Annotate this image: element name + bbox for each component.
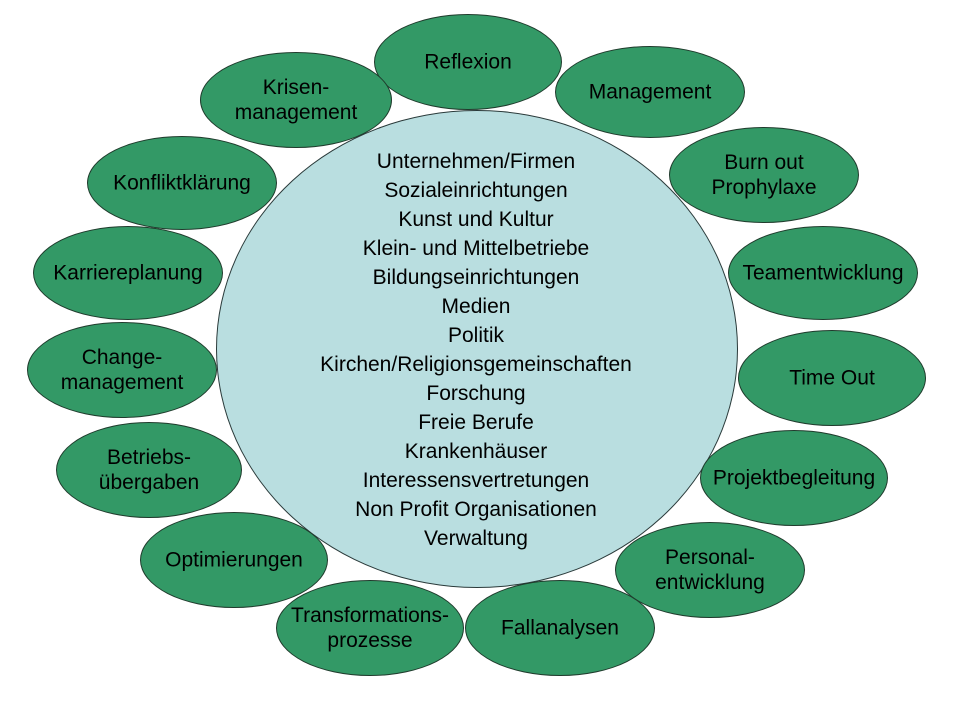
topic-label-krisenmanagement: Krisen- management [234, 76, 358, 124]
topic-label-management: Management [588, 80, 712, 104]
topic-ellipse-changemanagement [27, 322, 217, 418]
topic-ellipse-karriereplanung [33, 226, 223, 320]
topic-label-reflexion: Reflexion [424, 50, 512, 74]
sector-item: Kirchen/Religionsgemeinschaften [320, 353, 632, 376]
topic-ellipse-reflexion [374, 14, 562, 110]
topic-label-karriereplanung: Karriereplanung [53, 261, 203, 285]
sector-item: Verwaltung [424, 527, 528, 550]
topic-label-teamentwicklung: Teamentwicklung [742, 261, 904, 285]
topic-label-burnout: Burn out Prophylaxe [711, 151, 817, 199]
sector-item: Bildungseinrichtungen [372, 266, 580, 289]
topic-ellipse-krisenmanagement [200, 52, 392, 148]
topic-label-konfliktklaerung: Konfliktklärung [113, 171, 251, 195]
topic-label-fallanalysen: Fallanalysen [501, 616, 619, 640]
center-ellipse [216, 110, 738, 588]
topic-label-transformationsprozesse: Transformations- prozesse [291, 604, 449, 652]
topic-label-projektbegleitung: Projektbegleitung [712, 466, 876, 490]
sector-item: Medien [441, 295, 511, 318]
topic-ellipse-teamentwicklung [728, 226, 918, 320]
sector-item: Freie Berufe [418, 411, 534, 434]
topic-label-optimierungen: Optimierungen [165, 548, 303, 572]
topic-ellipse-personalentwicklung [615, 522, 805, 618]
topic-ellipse-projektbegleitung [700, 430, 888, 526]
topic-ellipse-management [555, 46, 745, 138]
topic-ellipse-timeout [738, 330, 926, 426]
topic-ellipse-konfliktklaerung [87, 136, 277, 230]
topic-ellipse-transformationsprozesse [276, 580, 464, 676]
topic-label-personalentwicklung: Personal- entwicklung [655, 546, 765, 594]
topic-ellipse-betriebsuebergaben [56, 422, 242, 518]
sector-item: Unternehmen/Firmen [376, 150, 576, 173]
sector-item: Kunst und Kultur [398, 208, 554, 231]
sector-item: Krankenhäuser [404, 440, 548, 463]
sector-item: Interessensvertretungen [362, 469, 590, 492]
sector-item: Klein- und Mittelbetriebe [362, 237, 590, 260]
sector-item: Non Profit Organisationen [355, 498, 597, 521]
sector-item: Forschung [426, 382, 526, 405]
topic-ellipse-optimierungen [140, 512, 328, 608]
sector-item: Sozialeinrichtungen [384, 179, 568, 202]
topic-ellipse-burnout [669, 127, 859, 223]
topic-label-timeout: Time Out [789, 366, 875, 390]
topic-ellipse-fallanalysen [465, 580, 655, 676]
topic-label-betriebsuebergaben: Betriebs- übergaben [98, 446, 200, 494]
topic-label-changemanagement: Change- management [60, 346, 184, 394]
sector-item: Politik [447, 324, 505, 347]
